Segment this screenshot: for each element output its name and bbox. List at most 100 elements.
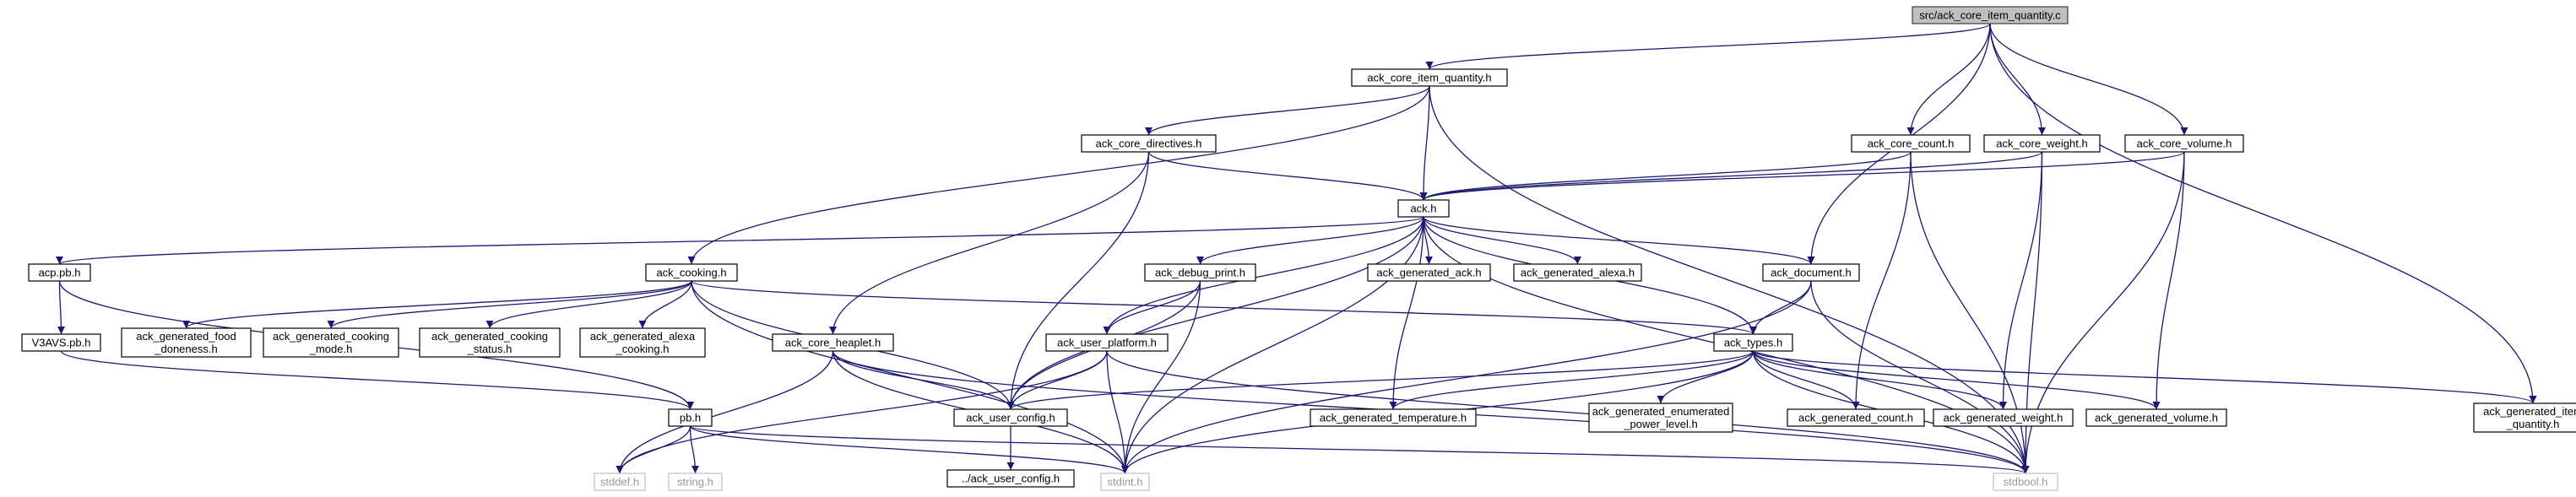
edge-types_h-to-gen_temp_h: [1389, 350, 1754, 410]
edge-core_weight_h-to-gen_weight_h: [1999, 151, 2043, 410]
node-gen-food-h[interactable]: ack_generated_food_doneness.h: [121, 327, 252, 358]
node-box: [1762, 263, 1860, 282]
edge-pb_h-to-string_h: [689, 425, 699, 474]
node-core-weight-h[interactable]: ack_core_weight.h: [1983, 134, 2101, 153]
edge-ack_h-to-document_h: [1423, 216, 1815, 265]
edge-types_h-to-gen_volume_h: [1752, 350, 2161, 410]
node-label: ack_core_volume.h: [2137, 138, 2232, 150]
node-core-directives-h[interactable]: ack_core_directives.h: [1081, 134, 1217, 153]
node-box: [2473, 402, 2576, 433]
node-box: [121, 327, 252, 358]
edge-root-to-core_volume_h: [1989, 23, 2188, 136]
node-label: ack_core_heaplet.h: [785, 337, 881, 349]
node-box: [263, 327, 399, 358]
node-label: ack_core_weight.h: [1996, 138, 2087, 150]
edge-pb_h-to-stdint_h: [689, 425, 1129, 474]
edge-root-to-item_quantity_h: [1425, 23, 1991, 70]
node-gen-item-qty-h[interactable]: ack_generated_item_quantity.h: [2473, 402, 2576, 433]
node-box: [1351, 68, 1508, 87]
node-label: ack_generated_volume.h: [2095, 412, 2218, 424]
node-box: [579, 327, 706, 358]
node-acp-pb-h[interactable]: acp.pb.h: [28, 263, 91, 282]
edge-core_volume_h-to-gen_volume_h: [2152, 151, 2185, 410]
node-label: _quantity.h: [2506, 418, 2560, 430]
node-box: [772, 333, 894, 352]
node-label: _status.h: [467, 343, 512, 355]
node-box: [1513, 263, 1642, 282]
node-label: ack_generated_cooking: [431, 330, 548, 343]
node-stdbool-h: stdbool.h: [1993, 473, 2058, 491]
node-label: ack_core_item_quantity.h: [1367, 72, 1491, 84]
node-pb-h[interactable]: pb.h: [668, 408, 713, 427]
edge-types_h-to-gen_weight_h: [1752, 350, 2007, 410]
node-item-quantity-h[interactable]: ack_core_item_quantity.h: [1351, 68, 1508, 87]
edge-user_platform_h-to-stdint_h: [1106, 350, 1129, 474]
node-string-h: string.h: [668, 473, 723, 491]
node-label: ack_types.h: [1724, 337, 1782, 349]
edge-item_quantity_h-to-stdbool_h: [1429, 85, 2030, 474]
node-user-platform-h[interactable]: ack_user_platform.h: [1045, 333, 1169, 352]
node-ack-h[interactable]: ack.h: [1397, 199, 1450, 218]
node-user-config-h[interactable]: ack_user_config.h: [953, 408, 1068, 427]
node-core-count-h[interactable]: ack_core_count.h: [1851, 134, 1971, 153]
node-box: [668, 473, 723, 491]
node-stdint-h: stdint.h: [1100, 473, 1150, 491]
edge-item_quantity_h-to-ack_h: [1419, 85, 1430, 201]
node-v3avs-h[interactable]: V3AVS.pb.h: [21, 333, 101, 352]
node-gen-alexa-h[interactable]: ack_generated_alexa.h: [1513, 263, 1642, 282]
node-gen-cook-mode-h[interactable]: ack_generated_cooking_mode.h: [263, 327, 399, 358]
edge-types_h-to-gen_power_h: [1657, 350, 1754, 404]
node-label: ack_generated_alexa: [590, 330, 696, 343]
node-box: [1045, 333, 1169, 352]
node-box: [645, 263, 738, 282]
node-label: stddef.h: [600, 476, 639, 489]
edge-root-to-gen_item_qty_h: [1989, 23, 2537, 404]
node-box: [1100, 473, 1150, 491]
node-box: [594, 473, 646, 491]
file-nodes: src/ack_core_item_quantity.c ack_core_ite…: [21, 6, 2576, 491]
edge-cooking_h-to-gen_food_h: [182, 280, 692, 329]
edge-core_count_h-to-gen_count_h: [1852, 151, 1912, 410]
node-gen-cook-status-h[interactable]: ack_generated_cooking_status.h: [419, 327, 561, 358]
node-gen-volume-h[interactable]: ack_generated_volume.h: [2085, 408, 2227, 427]
dependency-edges: [56, 23, 2537, 474]
node-label: _cooking.h: [616, 343, 670, 355]
node-root[interactable]: src/ack_core_item_quantity.c: [1912, 6, 2069, 24]
edge-ack_h-to-stdint_h: [1121, 216, 1424, 474]
node-label: _doneness.h: [154, 343, 217, 355]
node-cooking-h[interactable]: ack_cooking.h: [645, 263, 738, 282]
node-stddef-h: stddef.h: [594, 473, 646, 491]
node-heaplet-h[interactable]: ack_core_heaplet.h: [772, 333, 894, 352]
node-gen-weight-h[interactable]: ack_generated_weight.h: [1933, 408, 2074, 427]
node-gen-power-h[interactable]: ack_generated_enumerated_power_level.h: [1588, 402, 1733, 433]
node-box: [1081, 134, 1217, 153]
node-label: ack_user_config.h: [966, 412, 1055, 424]
node-box: [1588, 402, 1733, 433]
node-gen-count-h[interactable]: ack_generated_count.h: [1787, 408, 1925, 427]
node-label: _mode.h: [309, 343, 353, 355]
node-dotdot-user-config-h[interactable]: ../ack_user_config.h: [946, 469, 1075, 488]
node-label: ack_generated_food: [136, 330, 236, 343]
node-label: src/ack_core_item_quantity.c: [1919, 9, 2061, 22]
node-box: [1397, 199, 1450, 218]
node-label: ack_cooking.h: [656, 267, 726, 279]
node-label: ack_core_directives.h: [1096, 138, 1202, 150]
node-label: ack_user_platform.h: [1057, 337, 1157, 349]
edge-pb_h-to-stdbool_h: [689, 425, 2029, 474]
node-debug-print-h[interactable]: ack_debug_print.h: [1144, 263, 1256, 282]
node-gen-temp-h[interactable]: ack_generated_temperature.h: [1310, 408, 1477, 427]
node-gen-ack-h[interactable]: ack_generated_ack.h: [1367, 263, 1491, 282]
edge-core_directives_h-to-user_config_h: [1006, 151, 1150, 410]
node-label: stdbool.h: [2004, 476, 2048, 489]
node-label: ack_generated_count.h: [1798, 412, 1913, 424]
node-gen-alexa-cook-h[interactable]: ack_generated_alexa_cooking.h: [579, 327, 706, 358]
node-types-h[interactable]: ack_types.h: [1713, 333, 1793, 352]
node-label: ack_generated_weight.h: [1944, 412, 2064, 424]
node-label: stdint.h: [1108, 476, 1143, 489]
node-label: _power_level.h: [1623, 418, 1697, 430]
node-core-volume-h[interactable]: ack_core_volume.h: [2124, 134, 2244, 153]
edge-ack_h-to-gen_alexa_h: [1423, 216, 1581, 265]
edge-core_count_h-to-ack_h: [1419, 151, 1912, 201]
edge-item_quantity_h-to-cooking_h: [687, 85, 1430, 265]
node-document-h[interactable]: ack_document.h: [1762, 263, 1860, 282]
